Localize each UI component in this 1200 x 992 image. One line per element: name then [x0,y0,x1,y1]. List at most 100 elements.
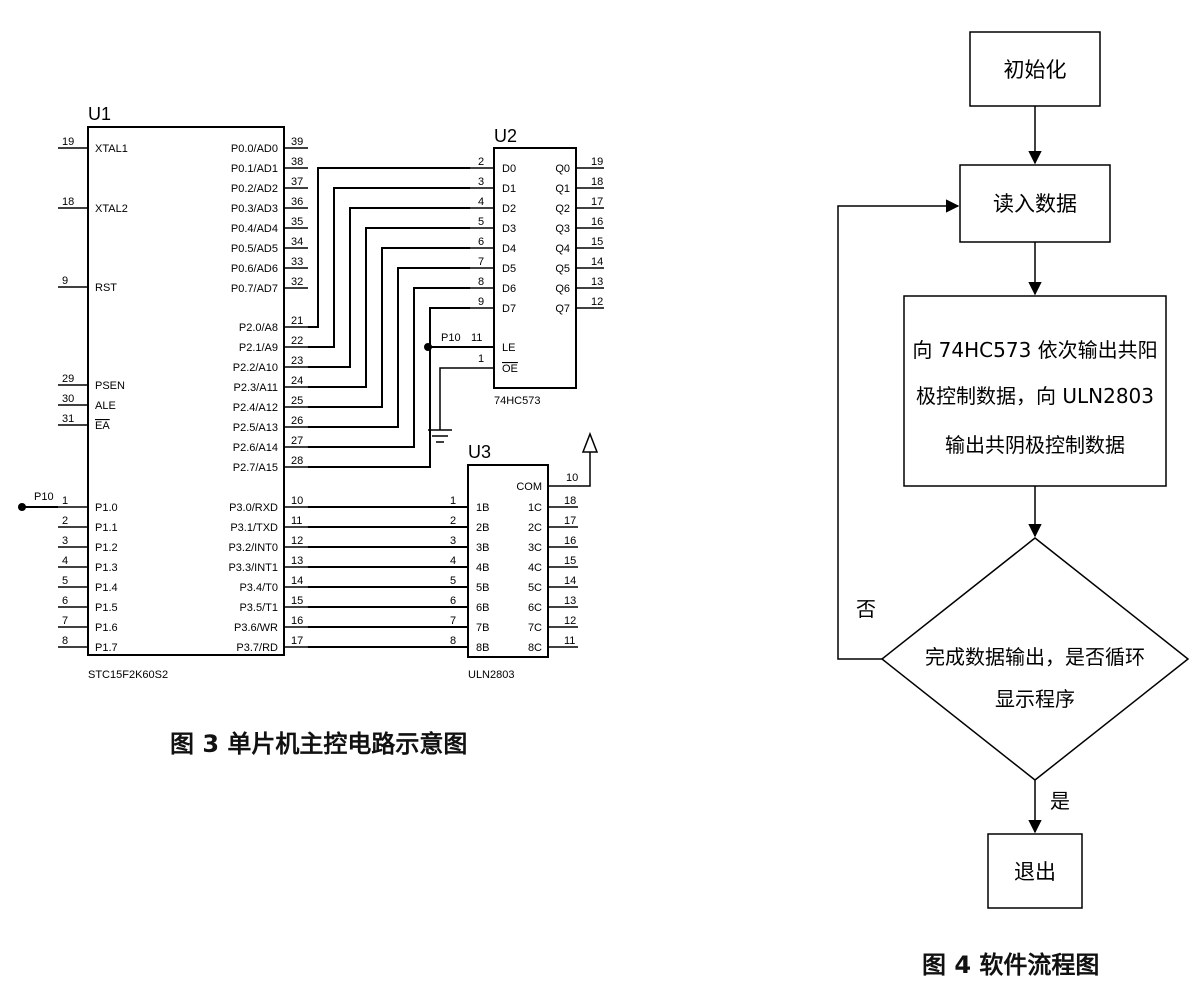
flowchart-figure: 初始化 读入数据 向 74HC573 依次输出共阳 极控制数据，向 ULN280… [837,31,1190,909]
u1-pin-number: 8 [62,635,68,647]
p10-net-label-u1: P10 [34,491,54,503]
u1-pin-name: P2.5/A13 [233,422,278,434]
u1-pin-number: 38 [291,156,303,168]
u2-pin-number: 12 [591,296,603,308]
u3-pin-name: 6C [528,602,542,614]
u1-pin-name: P3.3/INT1 [228,562,278,574]
u1-pin-number: 12 [291,535,303,547]
u1-pin-name: P3.6/WR [234,622,278,634]
u3-pin-name: 4C [528,562,542,574]
u2-pin-number: 16 [591,216,603,228]
bus-wire [308,307,470,468]
u1-pin-number: 25 [291,395,303,407]
u2-pin-name: D6 [502,283,516,295]
u1-pin-name: P0.1/AD1 [231,163,278,175]
u3-pin-name: 7C [528,622,542,634]
u3-pin-name: 4B [476,562,489,574]
u1-pin-name: P0.0/AD0 [231,143,278,155]
u2-pin-name: D2 [502,203,516,215]
u2-pin-number: 13 [591,276,603,288]
u2-oe-name: OE [502,363,518,375]
u2-pins: 2D03D14D25D36D47D58D69D719Q018Q117Q216Q3… [470,156,604,375]
bus-wire [308,207,470,368]
u3-com-number: 10 [566,472,578,484]
u1-pin-name: P0.3/AD3 [231,203,278,215]
u1-pin-number: 22 [291,335,303,347]
u3-pin-name: 2B [476,522,489,534]
figure4-caption: 图 4 软件流程图 [922,951,1100,979]
u2-pin-name: D5 [502,263,516,275]
u1-pin-number: 11 [291,515,302,527]
bus-wire [308,187,470,348]
u3-ref: U3 [468,442,491,462]
u1-pin-name: P0.4/AD4 [231,223,278,235]
u2-pin-number: 6 [478,236,484,248]
u3-pin-number: 8 [450,635,456,647]
u2-pin-name: Q5 [555,263,570,275]
u3-pin-name: 6B [476,602,489,614]
u1-pin-name: P3.1/TXD [230,522,278,534]
u1-pin-name: P3.5/T1 [239,602,278,614]
u1-pin-number: 39 [291,136,303,148]
u2-pin-number: 15 [591,236,603,248]
u1-pin-name: P0.6/AD6 [231,263,278,275]
u1-pin-name: P2.6/A14 [233,442,278,454]
u1-pin-name: P0.7/AD7 [231,283,278,295]
u1-pin-number: 36 [291,196,303,208]
oe-ground-wire [439,367,494,430]
u2-pin-name: D7 [502,303,516,315]
flow-output-line-2: 极控制数据，向 ULN2803 [916,384,1154,408]
u1-pin-name: P3.0/RXD [229,502,278,514]
u3-pins: 11B22B33B44B55B66B77B88B181C172C163C154C… [450,472,578,654]
u2-le-name: LE [502,342,515,354]
flow-yes-label: 是 [1050,789,1070,813]
u3-pin-number: 17 [564,515,576,527]
flow-no-label: 否 [856,597,876,621]
flow-decision-line-2: 显示程序 [995,687,1075,711]
u2-pin-number: 18 [591,176,603,188]
u1-pin-name: ALE [95,400,116,412]
u1-pin-name: P2.4/A12 [233,402,278,414]
u3-pin-name: 5B [476,582,489,594]
bus-wire [308,267,470,428]
u3-body [467,464,549,658]
schematic-figure: U1 19XTAL118XTAL29RST29PSEN30ALE31EA1P1.… [18,104,604,681]
u1-pin-name: P1.4 [95,582,118,594]
u1-pin-number: 1 [62,495,68,507]
u1-pin-name: P3.2/INT0 [228,542,278,554]
u2-pin-number: 7 [478,256,484,268]
u1-pin-number: 28 [291,455,303,467]
bus-wire [308,287,470,448]
u1-pin-number: 24 [291,375,303,387]
u1-pin-number: 14 [291,575,303,587]
u3-pin-name: 3B [476,542,489,554]
flow-read-label: 读入数据 [993,192,1077,216]
u1-pin-number: 6 [62,595,68,607]
u3-part: ULN2803 [468,669,514,681]
flow-exit-label: 退出 [1014,860,1056,884]
u1-pin-number: 19 [62,136,74,148]
u1-pin-name: P2.7/A15 [233,462,278,474]
u1-pin-name: P0.2/AD2 [231,183,278,195]
u1-left-pins: 19XTAL118XTAL29RST29PSEN30ALE31EA1P1.02P… [58,136,128,654]
u3-pin-number: 14 [564,575,576,587]
u1-pin-number: 26 [291,415,303,427]
u1-pin-number: 4 [62,555,68,567]
u1-part: STC15F2K60S2 [88,669,168,681]
u2-pin-name: Q6 [555,283,570,295]
u2-pin-name: D4 [502,243,516,255]
u2-pin-name: Q7 [555,303,570,315]
u1-pin-name: P1.6 [95,622,118,634]
com-power-wire [548,452,591,487]
u2-chip: U2 2D03D14D25D36D47D58D69D719Q018Q117Q21… [470,126,604,407]
u2-pin-name: Q4 [555,243,570,255]
u1-pin-name: P3.7/RD [236,642,278,654]
u3-pin-number: 12 [564,615,576,627]
flow-exit-box [987,833,1083,909]
u1-pin-number: 2 [62,515,68,527]
u2-part: 74HC573 [494,395,540,407]
u1-pin-name: P1.1 [95,522,118,534]
u2-pin-name: D3 [502,223,516,235]
u3-pin-name: 7B [476,622,489,634]
u2-pin-number: 17 [591,196,603,208]
